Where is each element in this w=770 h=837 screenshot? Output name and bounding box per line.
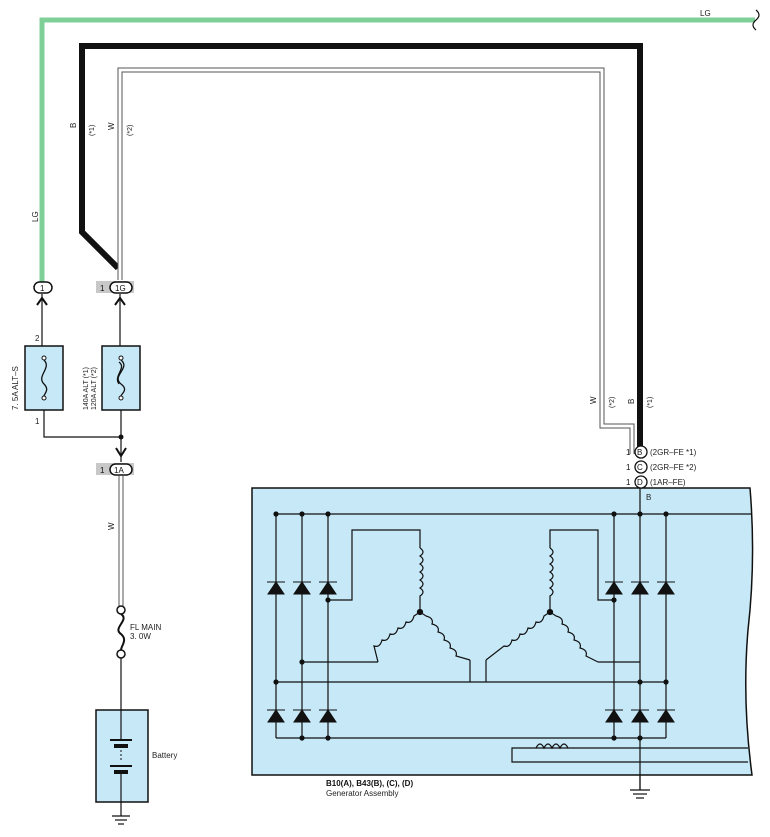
b-wire: [79, 43, 643, 448]
w-lower-label: W: [107, 522, 116, 530]
fl-main-link: [117, 613, 126, 651]
connector-1-pin: 1: [40, 284, 45, 293]
pin-c-note: (2GR–FE *2): [650, 463, 697, 472]
b-left-note: (*1): [89, 125, 96, 136]
pin-d-letter: D: [637, 478, 643, 487]
pin-b: [634, 445, 648, 459]
connector-1a: [109, 463, 133, 476]
pin-c-letter: C: [637, 463, 643, 472]
w-right-label: W: [589, 396, 598, 404]
connector-1g-pin: 1G: [115, 284, 126, 293]
generator-name: B10(A), B43(B), (C), (D): [326, 779, 413, 788]
lg-wire: [39, 17, 755, 283]
wire-break-mark: [752, 9, 760, 31]
connector-1: [33, 281, 53, 294]
connector-1g-num: 1: [100, 284, 105, 293]
b-right-note: (*1): [647, 397, 654, 408]
pin-b-note: (2GR–FE *1): [650, 448, 697, 457]
w-wire-upper: [117, 67, 635, 454]
fl-main-label-1: FL MAIN: [130, 623, 161, 632]
fuse-alt-label-2: 120A ALT (*2): [91, 367, 98, 410]
pin-b-letter: B: [637, 448, 642, 457]
lg-top-label: LG: [700, 9, 711, 18]
pin-c-num: 1: [626, 463, 631, 472]
fl-main-terminal-top: [116, 605, 126, 615]
fuse-alt-s-label: 7. 5A ALT–S: [11, 366, 20, 410]
pin-d-note: (1AR–FE): [650, 478, 686, 487]
generator-internal-circuit: [273, 488, 752, 790]
pin-d: [634, 475, 648, 489]
generator-assembly-box: [251, 487, 754, 776]
rectifier-diodes: [267, 581, 675, 723]
w-left-note: (*2): [127, 125, 134, 136]
connector-1a-pin: 1A: [114, 466, 124, 475]
lg-left-label: LG: [31, 211, 40, 222]
generator-description: Generator Assembly: [326, 789, 398, 798]
pin-c: [634, 460, 648, 474]
battery-label: Battery: [152, 751, 177, 760]
fuse-alt-s-pin2: 2: [35, 334, 40, 343]
generator-b-label: B: [646, 493, 651, 502]
pin-b-num: 1: [626, 448, 631, 457]
fuse-alt-label-1: 140A ALT (*1): [83, 367, 90, 410]
connector-1a-num: 1: [100, 466, 105, 475]
w-left-label: W: [107, 122, 116, 130]
fl-main-terminal-bottom: [116, 649, 126, 659]
field-coil: [511, 743, 748, 763]
pin-d-num: 1: [626, 478, 631, 487]
connector-1g: [109, 281, 133, 294]
fl-main-label-2: 3. 0W: [130, 632, 151, 641]
battery-box: [95, 709, 149, 803]
battery-ground-icon: [112, 815, 130, 825]
generator-ground-icon: [630, 789, 650, 799]
b-left-label: B: [69, 123, 78, 128]
stator-windings: [373, 547, 599, 663]
b-right-label: B: [627, 399, 636, 404]
fuse-alt-s-pin1: 1: [35, 417, 40, 426]
w-right-note: (*2): [609, 397, 616, 408]
